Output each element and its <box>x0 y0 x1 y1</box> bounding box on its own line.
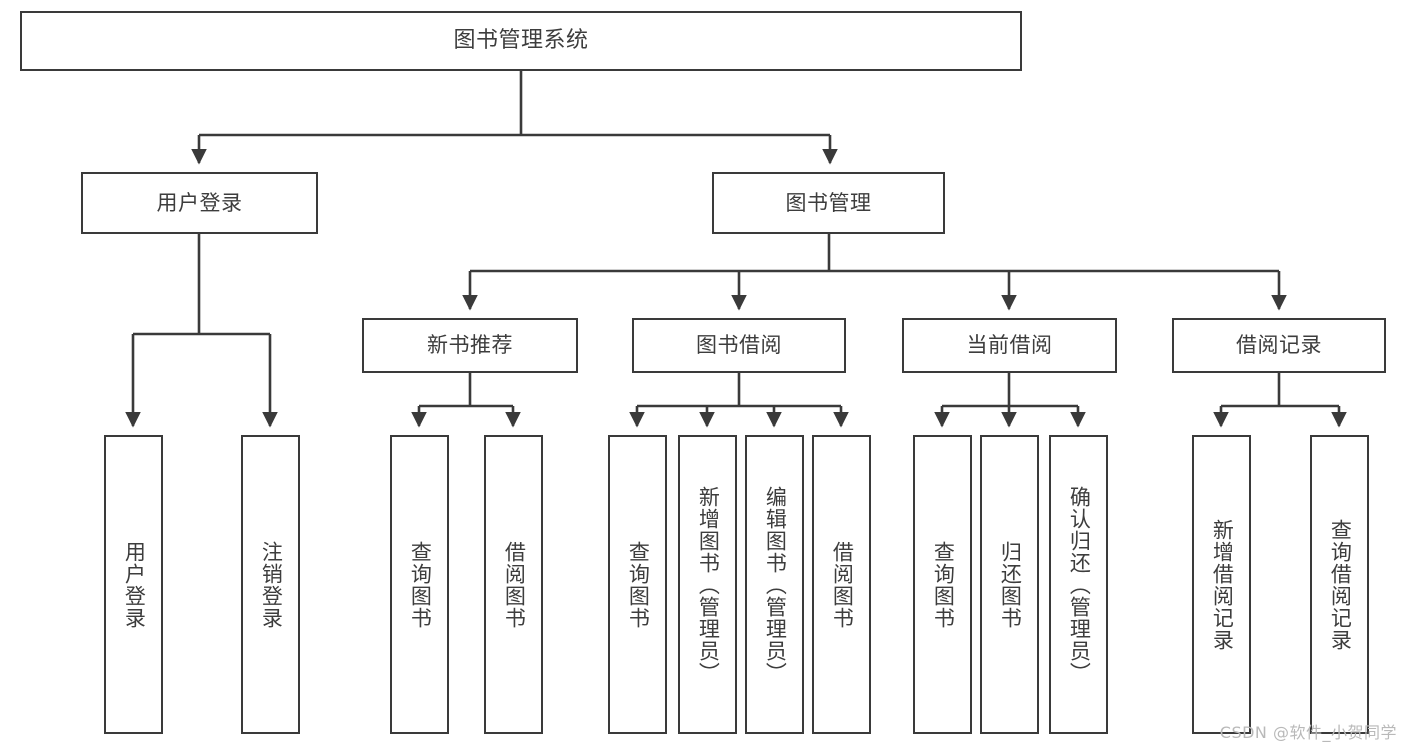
leaf-label: 借阅图书 <box>502 540 527 629</box>
node-label: 图书借阅 <box>696 333 782 358</box>
node-label: 用户登录 <box>156 190 243 215</box>
leaf-label: 注销登录 <box>259 540 284 629</box>
node-label: 当前借阅 <box>966 333 1053 358</box>
node-label: 图书管理系统 <box>453 28 589 54</box>
leaf-add-borrow-record[interactable]: 新增借阅记录 <box>1192 435 1251 734</box>
leaf-label: 查询图书 <box>626 540 651 629</box>
leaf-label: 查询借阅记录 <box>1328 518 1353 651</box>
node-label: 新书推荐 <box>427 333 513 358</box>
leaf-label: 归还图书 <box>998 540 1023 629</box>
node-new-book-recommend[interactable]: 新书推荐 <box>362 318 578 373</box>
leaf-user-logout[interactable]: 注销登录 <box>241 435 300 734</box>
leaf-query-book-recommend[interactable]: 查询图书 <box>390 435 449 734</box>
node-user-login[interactable]: 用户登录 <box>81 172 318 234</box>
leaf-edit-book-admin[interactable]: 编辑图书（管理员） <box>745 435 804 734</box>
leaf-label: 查询图书 <box>408 540 433 629</box>
node-book-management[interactable]: 图书管理 <box>712 172 945 234</box>
leaf-query-book-current[interactable]: 查询图书 <box>913 435 972 734</box>
leaf-label: 新增图书（管理员） <box>696 485 721 684</box>
leaf-label: 用户登录 <box>122 540 147 629</box>
leaf-user-login[interactable]: 用户登录 <box>104 435 163 734</box>
leaf-query-borrow-record[interactable]: 查询借阅记录 <box>1310 435 1369 734</box>
leaf-label: 查询图书 <box>931 540 956 629</box>
node-borrow-record[interactable]: 借阅记录 <box>1172 318 1386 373</box>
node-root[interactable]: 图书管理系统 <box>20 11 1022 71</box>
leaf-add-book-admin[interactable]: 新增图书（管理员） <box>678 435 737 734</box>
leaf-borrow-book-recommend[interactable]: 借阅图书 <box>484 435 543 734</box>
node-label: 图书管理 <box>785 190 872 215</box>
leaf-label: 新增借阅记录 <box>1210 518 1235 651</box>
leaf-borrow-book[interactable]: 借阅图书 <box>812 435 871 734</box>
leaf-label: 编辑图书（管理员） <box>763 485 788 684</box>
leaf-query-book[interactable]: 查询图书 <box>608 435 667 734</box>
leaf-confirm-return-admin[interactable]: 确认归还（管理员） <box>1049 435 1108 734</box>
node-label: 借阅记录 <box>1236 333 1322 358</box>
leaf-return-book[interactable]: 归还图书 <box>980 435 1039 734</box>
node-current-borrow[interactable]: 当前借阅 <box>902 318 1117 373</box>
node-book-borrow[interactable]: 图书借阅 <box>632 318 846 373</box>
watermark: CSDN @软件_小贺同学 <box>1219 723 1397 742</box>
leaf-label: 确认归还（管理员） <box>1067 485 1092 684</box>
leaf-label: 借阅图书 <box>830 540 855 629</box>
